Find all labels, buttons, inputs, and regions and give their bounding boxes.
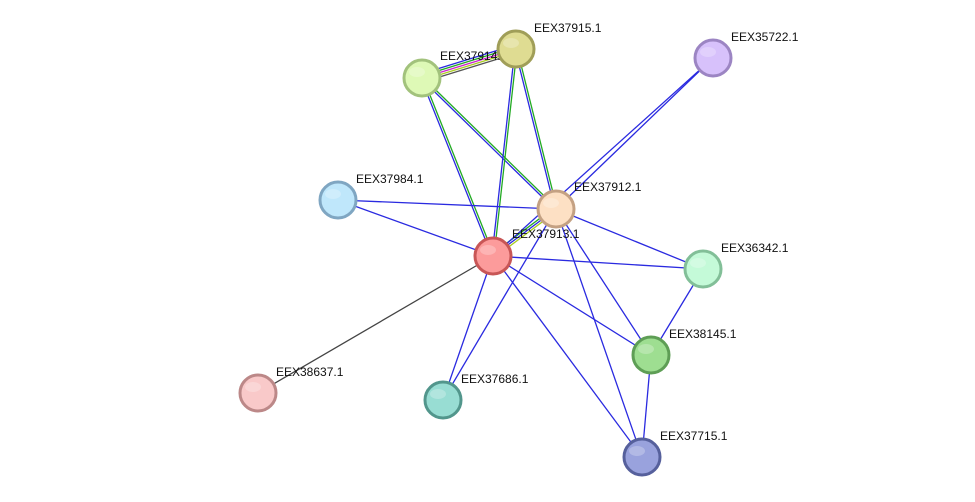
node-eex37915-1[interactable]: EEX37915.1 <box>496 21 602 69</box>
node-highlight <box>325 189 341 199</box>
edge-eex35722-1-eex37913-1 <box>492 57 714 257</box>
node-circle[interactable] <box>238 373 278 413</box>
node-circle[interactable] <box>402 58 442 98</box>
node-label: EEX37915.1 <box>534 21 602 35</box>
node-label: EEX37913.1 <box>512 227 580 241</box>
node-highlight <box>430 389 446 399</box>
node-circle[interactable] <box>423 380 463 420</box>
edge-evidence-line <box>514 49 556 210</box>
edge-evidence-line <box>492 57 714 257</box>
edge-evidence-line <box>257 255 494 394</box>
edge-evidence-line <box>442 208 557 401</box>
node-label: EEX35722.1 <box>731 30 799 44</box>
edge-eex37913-1-eex38145-1 <box>492 255 652 356</box>
node-label: EEX38145.1 <box>669 327 737 341</box>
node-highlight <box>245 382 261 392</box>
node-highlight <box>690 258 706 268</box>
edge-eex37915-1-eex37913-1 <box>491 48 518 257</box>
edge-evidence-line <box>420 78 493 257</box>
edge-evidence-line <box>555 208 652 356</box>
node-eex36342-1[interactable]: EEX36342.1 <box>683 241 789 289</box>
edge-eex37912-1-eex38145-1 <box>555 208 652 356</box>
node-label: EEX37984.1 <box>356 172 424 186</box>
node-eex37715-1[interactable]: EEX37715.1 <box>622 429 728 477</box>
node-circle[interactable] <box>318 180 358 220</box>
edge-eex37984-1-eex37913-1 <box>337 199 494 257</box>
node-circle[interactable] <box>693 38 733 78</box>
node-label: EEX37715.1 <box>660 429 728 443</box>
edge-eex37915-1-eex37912-1 <box>514 48 558 210</box>
edge-eex37912-1-eex37686-1 <box>442 208 557 401</box>
edge-evidence-line <box>420 78 556 211</box>
node-label: EEX37686.1 <box>461 372 529 386</box>
edge-eex35722-1-eex37912-1 <box>555 57 714 210</box>
node-layer: EEX37913.1 EEX37912.1 EEX37914.1 EEX37915.1… <box>238 21 799 477</box>
edge-evidence-line <box>492 255 652 356</box>
edge-eex37913-1-eex38637-1 <box>257 255 494 394</box>
edge-evidence-line <box>555 57 714 210</box>
node-highlight <box>543 198 559 208</box>
edge-evidence-line <box>492 255 704 270</box>
node-circle[interactable] <box>683 249 723 289</box>
node-highlight <box>700 47 716 57</box>
node-eex37984-1[interactable]: EEX37984.1 <box>318 172 424 220</box>
edge-evidence-line <box>555 208 643 458</box>
edge-evidence-line <box>555 208 704 270</box>
node-eex35722-1[interactable]: EEX35722.1 <box>693 30 799 78</box>
node-highlight <box>503 38 519 48</box>
node-eex38145-1[interactable]: EEX38145.1 <box>631 327 737 375</box>
edge-evidence-line <box>516 48 558 209</box>
node-label: EEX36342.1 <box>721 241 789 255</box>
edge-eex37913-1-eex37715-1 <box>492 255 643 458</box>
node-label: EEX37912.1 <box>574 180 642 194</box>
node-highlight <box>629 446 645 456</box>
node-highlight <box>480 245 496 255</box>
node-circle[interactable] <box>496 29 536 69</box>
edge-evidence-line <box>493 49 518 257</box>
node-circle[interactable] <box>631 335 671 375</box>
edge-evidence-line <box>492 255 643 458</box>
edge-eex37913-1-eex37686-1 <box>442 255 494 401</box>
node-eex38637-1[interactable]: EEX38637.1 <box>238 365 344 413</box>
node-label: EEX38637.1 <box>276 365 344 379</box>
node-circle[interactable] <box>536 189 576 229</box>
edge-eex37912-1-eex36342-1 <box>555 208 704 270</box>
edge-eex37912-1-eex37715-1 <box>555 208 643 458</box>
edge-evidence-line <box>442 255 494 401</box>
edge-eex37914-1-eex37913-1 <box>420 77 495 257</box>
edge-evidence-line <box>337 199 494 257</box>
edge-evidence-line <box>422 76 558 209</box>
edge-eex37914-1-eex37912-1 <box>420 76 558 211</box>
edge-eex37913-1-eex36342-1 <box>492 255 704 270</box>
edge-eex37984-1-eex37912-1 <box>337 199 557 210</box>
node-label: EEX37914.1 <box>440 49 508 63</box>
node-circle[interactable] <box>473 236 513 276</box>
edge-evidence-line <box>491 48 516 256</box>
node-eex37913-1[interactable]: EEX37913.1 <box>473 227 580 276</box>
node-highlight <box>409 67 425 77</box>
node-circle[interactable] <box>622 437 662 477</box>
node-eex37914-1[interactable]: EEX37914.1 <box>402 49 508 98</box>
edge-evidence-line <box>337 199 557 210</box>
edge-evidence-line <box>422 77 495 256</box>
node-highlight <box>638 344 654 354</box>
node-eex37912-1[interactable]: EEX37912.1 <box>536 180 642 229</box>
node-eex37686-1[interactable]: EEX37686.1 <box>423 372 529 420</box>
